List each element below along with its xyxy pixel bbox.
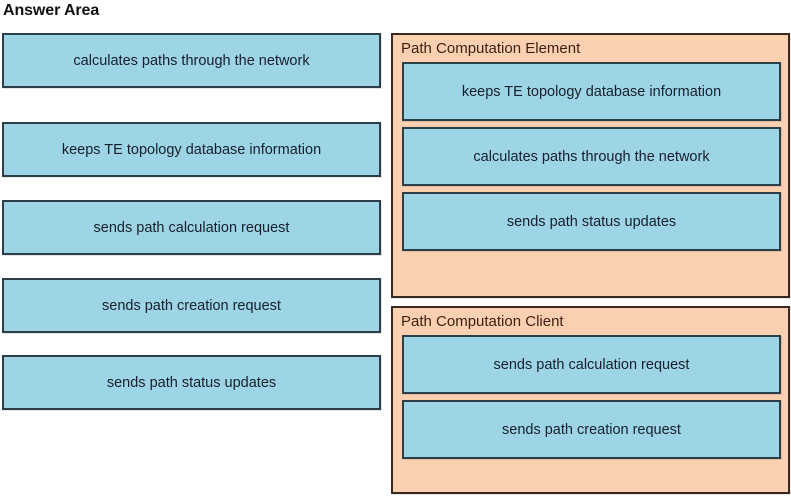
answer-bank: calculates paths through the network kee… (2, 33, 381, 414)
answer-bank-item-1-label: keeps TE topology database information (61, 141, 322, 158)
drop-zone-0-title: Path Computation Element (401, 40, 581, 57)
answer-bank-item-0-label: calculates paths through the network (73, 52, 310, 69)
drop-zone-1-item-0-label: sends path calculation request (493, 356, 690, 373)
drop-zone-1-item-1-label: sends path creation request (502, 421, 681, 438)
drop-zone-path-computation-client[interactable]: Path Computation Client sends path calcu… (391, 306, 790, 494)
answer-bank-item-2[interactable]: sends path calculation request (2, 200, 381, 255)
drop-zone-1-item-0[interactable]: sends path calculation request (402, 335, 781, 394)
drop-zone-0-item-2[interactable]: sends path status updates (402, 192, 781, 251)
answer-bank-item-3-label: sends path creation request (102, 297, 281, 314)
answer-bank-item-4[interactable]: sends path status updates (2, 355, 381, 410)
drop-zone-1-item-1[interactable]: sends path creation request (402, 400, 781, 459)
drop-zone-0-item-0-label: keeps TE topology database information (461, 83, 722, 100)
drop-zone-0-item-1-label: calculates paths through the network (473, 148, 710, 165)
answer-bank-item-2-label: sends path calculation request (93, 219, 290, 236)
drop-zone-0-item-1[interactable]: calculates paths through the network (402, 127, 781, 186)
answer-bank-item-0[interactable]: calculates paths through the network (2, 33, 381, 88)
drop-zone-0-item-2-label: sends path status updates (506, 213, 677, 230)
drop-zone-1-title: Path Computation Client (401, 313, 564, 330)
answer-bank-item-4-label: sends path status updates (106, 374, 277, 391)
page-title: Answer Area (3, 2, 100, 19)
answer-bank-item-1[interactable]: keeps TE topology database information (2, 122, 381, 177)
drop-zone-0-item-0[interactable]: keeps TE topology database information (402, 62, 781, 121)
answer-bank-item-3[interactable]: sends path creation request (2, 278, 381, 333)
drop-zone-path-computation-element[interactable]: Path Computation Element keeps TE topolo… (391, 33, 790, 298)
